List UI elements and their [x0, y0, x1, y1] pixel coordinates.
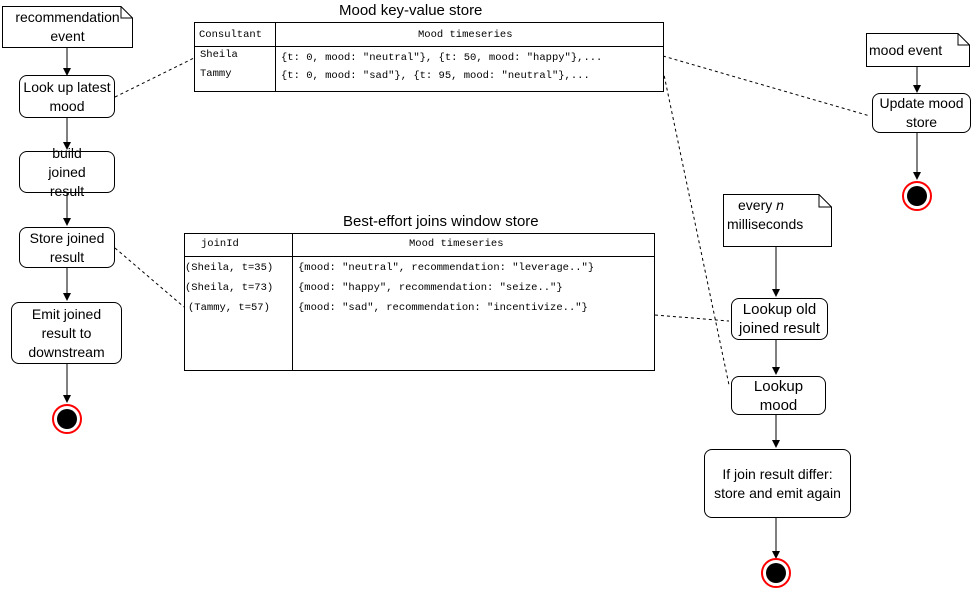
end-node-left — [52, 404, 82, 434]
update-mood-store-node: Update mood store — [872, 93, 971, 133]
mood-event-label: mood event — [869, 41, 943, 58]
build-joined-result-node: build joined result — [19, 145, 115, 199]
timer-note: every n milliseconds — [723, 194, 832, 247]
lookup-mood-node: Lookup mood — [731, 376, 826, 415]
store-joined-result-node: Store joined result — [19, 227, 115, 268]
mood-event-note: mood event — [866, 33, 970, 67]
emit-joined-result-label: Emit joined result to downstream — [28, 305, 105, 360]
mood-store-header-row — [195, 23, 663, 47]
mood-store-key-tammy: Tammy — [200, 68, 232, 80]
timer-line-1: every n — [727, 196, 784, 215]
joins-store-title: Best-effort joins window store — [343, 213, 539, 230]
joins-store-table: joinId Mood timeseries (Sheila, t=35) {m… — [184, 233, 655, 371]
mood-store-header-consultant: Consultant — [199, 29, 263, 41]
mood-store-header-timeseries: Mood timeseries — [418, 29, 513, 41]
joins-store-key-row-2: (Sheila, t=73) — [185, 282, 274, 294]
lookup-mood-label: Lookup mood — [753, 377, 804, 414]
joins-store-header-timeseries: Mood timeseries — [409, 238, 504, 250]
mood-store-key-sheila: Sheila — [200, 49, 238, 61]
if-join-differ-node: If join result differ: store and emit ag… — [704, 449, 851, 518]
joins-store-key-row-1: (Sheila, t=35) — [185, 262, 274, 274]
lookup-old-joined-result-node: Lookup old joined result — [731, 298, 828, 340]
timer-variable: n — [776, 197, 784, 213]
recommendation-event-label: recommendation event — [15, 9, 120, 44]
mood-store-value-sheila: {t: 0, mood: "neutral"}, {t: 50, mood: "… — [281, 52, 603, 64]
end-node-middle — [761, 558, 791, 588]
dashed-store-to-joinsstore — [114, 247, 185, 308]
emit-joined-result-node: Emit joined result to downstream — [11, 302, 122, 364]
dashed-moodstore-to-update — [662, 55, 871, 117]
update-mood-store-label: Update mood store — [879, 95, 964, 130]
timer-suffix: milliseconds — [727, 216, 804, 232]
joins-store-key-row-3: (Tammy, t=57) — [188, 302, 270, 314]
joins-store-column-divider — [292, 234, 293, 370]
mood-store-table: Consultant Mood timeseries Sheila {t: 0,… — [194, 22, 664, 92]
lookup-old-joined-result-label: Lookup old joined result — [739, 301, 820, 337]
mood-store-title: Mood key-value store — [339, 2, 483, 19]
store-joined-result-label: Store joined result — [29, 229, 105, 265]
look-up-latest-mood-label: Look up latest mood — [23, 78, 111, 114]
dashed-joinsstore-to-lookupold — [654, 314, 730, 322]
recommendation-event-note: recommendation event — [2, 6, 133, 48]
build-joined-result-label: build joined result — [48, 144, 86, 199]
joins-store-value-row-1: {mood: "neutral", recommendation: "lever… — [298, 262, 595, 274]
joins-store-header-row — [185, 234, 654, 257]
mood-store-value-tammy: {t: 0, mood: "sad"}, {t: 95, mood: "neut… — [281, 70, 590, 82]
dashed-moodstore-to-lookupmood — [662, 69, 730, 386]
if-join-differ-label: If join result differ: store and emit ag… — [714, 465, 841, 501]
timer-prefix: every — [738, 197, 777, 213]
look-up-latest-mood-node: Look up latest mood — [19, 75, 115, 118]
dashed-lookup-to-moodstore — [114, 57, 195, 98]
joins-store-value-row-2: {mood: "happy", recommendation: "seize..… — [298, 282, 563, 294]
end-node-right — [902, 181, 932, 211]
joins-store-value-row-3: {mood: "sad", recommendation: "incentivi… — [298, 302, 588, 314]
mood-store-column-divider — [275, 23, 276, 91]
joins-store-header-joinid: joinId — [201, 238, 239, 250]
